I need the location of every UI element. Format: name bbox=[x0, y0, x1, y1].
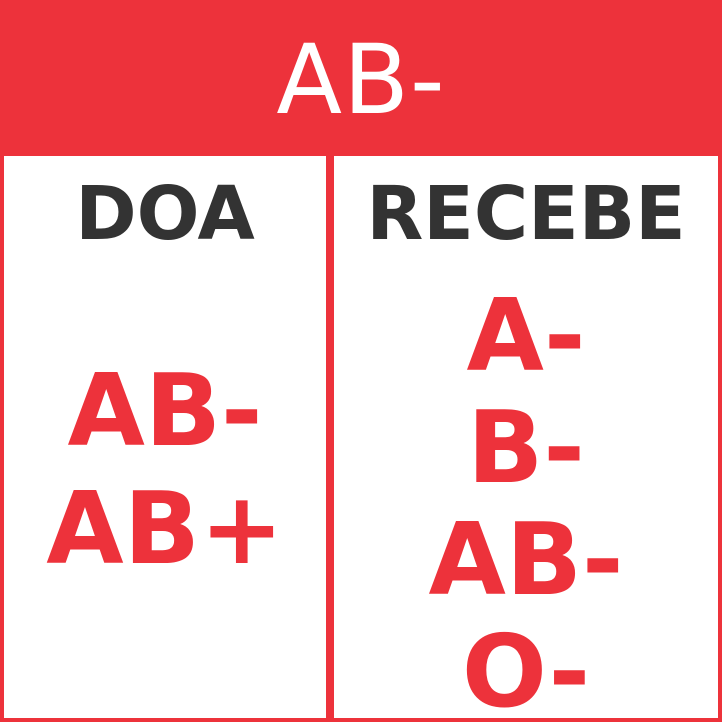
donates-list: AB- AB+ bbox=[4, 352, 326, 588]
receives-type-item: O- bbox=[461, 613, 591, 722]
receives-type-item: AB- bbox=[428, 501, 624, 618]
donates-type-item: AB- bbox=[67, 352, 263, 469]
receives-list: A- B- AB- O- bbox=[334, 280, 718, 722]
donates-heading: DOA bbox=[75, 171, 255, 257]
receives-type-item: B- bbox=[467, 389, 585, 506]
donates-type-item: AB+ bbox=[46, 470, 284, 587]
receives-heading: RECEBE bbox=[366, 171, 686, 257]
column-divider bbox=[326, 156, 334, 722]
blood-type-title: AB- bbox=[4, 4, 718, 156]
receives-type-item: A- bbox=[466, 277, 586, 394]
